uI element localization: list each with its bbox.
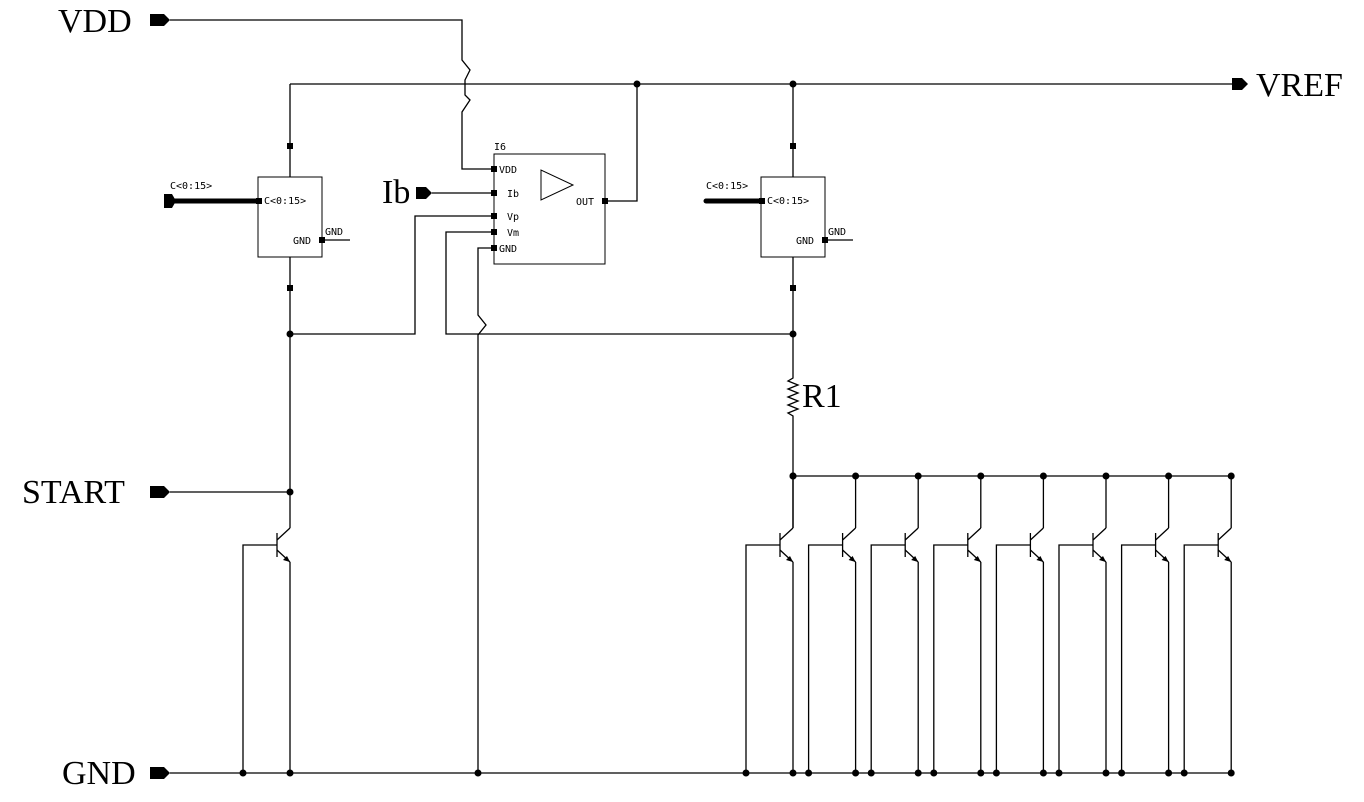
port-ib-pin[interactable] [416, 187, 432, 199]
junction-dot [239, 769, 247, 777]
resistor-label: R1 [802, 378, 842, 415]
opamp-pin-gnd: GND [499, 244, 517, 255]
port-vdd-pin[interactable] [150, 14, 170, 26]
junction-dot [789, 80, 797, 88]
junction-dot [977, 769, 985, 777]
junction-dot [977, 472, 985, 480]
junction-dot [852, 472, 860, 480]
pin-label-c-left: C<0:15> [264, 196, 306, 207]
port-vref-pin[interactable] [1232, 78, 1248, 90]
junction-dot [1039, 769, 1047, 777]
resistor-r1[interactable]: R1 [786, 372, 842, 420]
bjt-array-transistor[interactable] [1058, 476, 1107, 773]
bus-port-left [164, 194, 176, 208]
opamp-pin-vm: Vm [507, 228, 519, 239]
bjt-array-transistor[interactable] [995, 476, 1045, 773]
junction-dot [1102, 769, 1110, 777]
bjt-array-transistor[interactable] [870, 476, 919, 773]
junction-dot [805, 769, 813, 777]
junction-dot [867, 769, 875, 777]
cap-array-right[interactable]: C<0:15> C<0:15> GND GND [703, 143, 846, 291]
junction-dot [742, 769, 750, 777]
junction-dot [789, 472, 797, 480]
pin-label-gnd-right: GND [796, 236, 814, 247]
opamp-instance-label: I6 [494, 142, 506, 153]
junction-dot [930, 769, 938, 777]
bjt-array [745, 476, 1232, 773]
junction-dot [1102, 472, 1110, 480]
opamp-triangle-icon [540, 169, 575, 201]
junction-dot [1039, 472, 1047, 480]
junction-dot [789, 330, 797, 338]
port-label-vref: VREF [1256, 67, 1343, 104]
junction-dot [474, 769, 482, 777]
opamp-i6[interactable]: I6 VDD Ib Vp Vm GND OUT [491, 142, 608, 265]
port-label-vdd: VDD [58, 3, 132, 40]
port-start-pin[interactable] [150, 486, 170, 498]
junction-dots [239, 80, 1235, 777]
junction-dot [286, 769, 294, 777]
junction-dot [1118, 769, 1126, 777]
pin-label-c-right: C<0:15> [767, 196, 809, 207]
cap-array-left[interactable]: C<0:15> C<0:15> GND GND [164, 143, 343, 291]
junction-dot [1180, 769, 1188, 777]
bjt-array-transistor[interactable] [1120, 476, 1170, 773]
port-label-ib: Ib [382, 174, 410, 211]
junction-dot [852, 769, 860, 777]
port-label-gnd: GND [62, 755, 136, 792]
junction-dot [1055, 769, 1063, 777]
junction-dot [789, 769, 797, 777]
junction-dot [286, 330, 294, 338]
junction-dot [1227, 472, 1235, 480]
junction-dot [992, 769, 1000, 777]
wires [170, 19, 1232, 774]
bjt-start[interactable] [242, 527, 291, 773]
junction-dot [1165, 472, 1173, 480]
junction-dot [286, 488, 294, 496]
opamp-pin-ib: Ib [507, 189, 519, 200]
bus-label-right: C<0:15> [706, 181, 748, 192]
opamp-pin-out: OUT [576, 197, 594, 208]
gnd-net-label-left: GND [325, 227, 343, 238]
bjt-array-transistor[interactable] [807, 476, 857, 773]
bjt-array-transistor[interactable] [1183, 476, 1232, 773]
gnd-net-label-right: GND [828, 227, 846, 238]
pin-label-gnd-left: GND [293, 236, 311, 247]
bus-label-left: C<0:15> [170, 181, 212, 192]
port-label-start: START [22, 474, 125, 511]
junction-dot [1227, 769, 1235, 777]
bjt-array-transistor[interactable] [745, 476, 794, 773]
opamp-pin-vdd: VDD [499, 165, 517, 176]
junction-dot [914, 472, 922, 480]
bjt-array-transistor[interactable] [933, 476, 982, 773]
junction-dot [914, 769, 922, 777]
port-gnd-pin[interactable] [150, 767, 170, 779]
junction-dot [633, 80, 641, 88]
junction-dot [1165, 769, 1173, 777]
opamp-pin-vp: Vp [507, 212, 519, 223]
